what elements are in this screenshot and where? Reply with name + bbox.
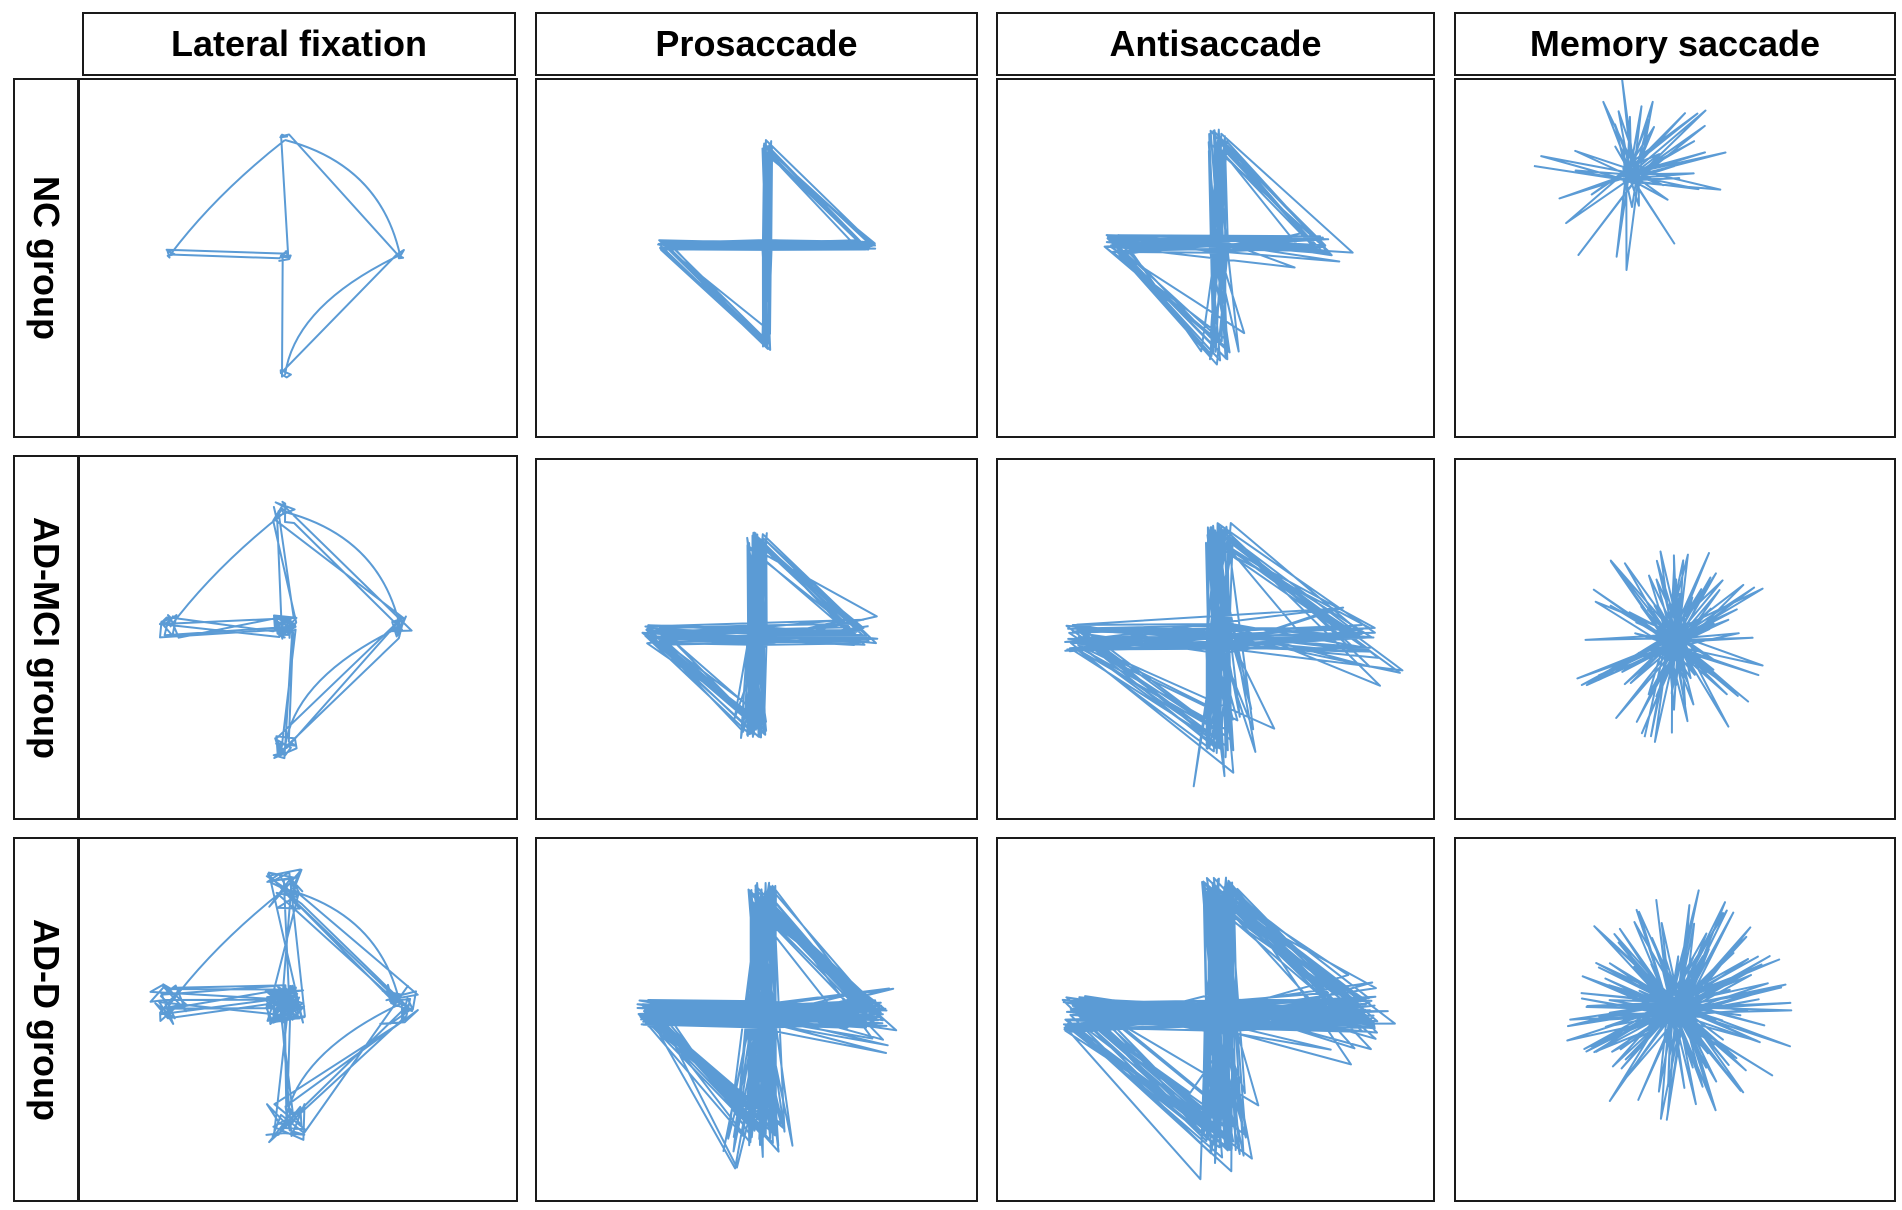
column-header-memory-saccade: Memory saccade bbox=[1454, 12, 1896, 76]
row-label: AD-D group bbox=[26, 918, 67, 1121]
trace-panel bbox=[996, 78, 1435, 438]
scanpath-line bbox=[1566, 889, 1793, 1121]
row-header-ad-mci-group: AD-MCI group bbox=[13, 455, 79, 820]
column-header-prosaccade: Prosaccade bbox=[535, 12, 978, 76]
scanpath-trace bbox=[1103, 128, 1354, 366]
scanpath-trace bbox=[657, 139, 877, 351]
trace-panel bbox=[1454, 458, 1896, 820]
trace-panel bbox=[78, 78, 518, 438]
scanpath-trace bbox=[149, 868, 419, 1144]
scanpath-line bbox=[1064, 522, 1404, 788]
trace-panel bbox=[996, 837, 1435, 1202]
trace-panel bbox=[1454, 78, 1896, 438]
column-header-lateral-fixation: Lateral fixation bbox=[82, 12, 516, 76]
scanpath-trace bbox=[1566, 889, 1793, 1121]
trace-panel bbox=[78, 455, 518, 820]
scanpath-line bbox=[158, 500, 413, 760]
scanpath-line bbox=[1533, 80, 1727, 271]
trace-panel bbox=[535, 458, 978, 820]
trace-panel bbox=[78, 837, 518, 1202]
scanpath-line bbox=[149, 868, 419, 1144]
scanpath-trace bbox=[641, 531, 879, 739]
scanpath-line bbox=[657, 139, 877, 351]
scanpath-trace bbox=[1576, 550, 1764, 743]
scanpath-line bbox=[636, 881, 898, 1170]
scanpath-trace bbox=[636, 881, 898, 1170]
scanpath-trace bbox=[1064, 522, 1404, 788]
scanpath-trace bbox=[1061, 876, 1396, 1181]
scanpath-trace bbox=[165, 133, 405, 379]
scanpath-trace bbox=[158, 500, 413, 760]
row-header-ad-d-group: AD-D group bbox=[13, 837, 79, 1202]
trace-panel bbox=[535, 837, 978, 1202]
scanpath-line bbox=[1061, 876, 1396, 1181]
scanpath-line bbox=[1576, 550, 1764, 743]
scanpath-line bbox=[1103, 128, 1354, 366]
trace-panel bbox=[1454, 837, 1896, 1202]
column-header-antisaccade: Antisaccade bbox=[996, 12, 1435, 76]
row-label: AD-MCI group bbox=[26, 516, 68, 759]
trace-panel bbox=[535, 78, 978, 438]
scanpath-line bbox=[641, 531, 879, 739]
row-label: NC group bbox=[26, 176, 67, 340]
trace-panel bbox=[996, 458, 1435, 820]
scanpath-trace bbox=[1533, 80, 1727, 271]
scanpath-line bbox=[165, 133, 405, 379]
row-header-nc-group: NC group bbox=[13, 78, 79, 438]
